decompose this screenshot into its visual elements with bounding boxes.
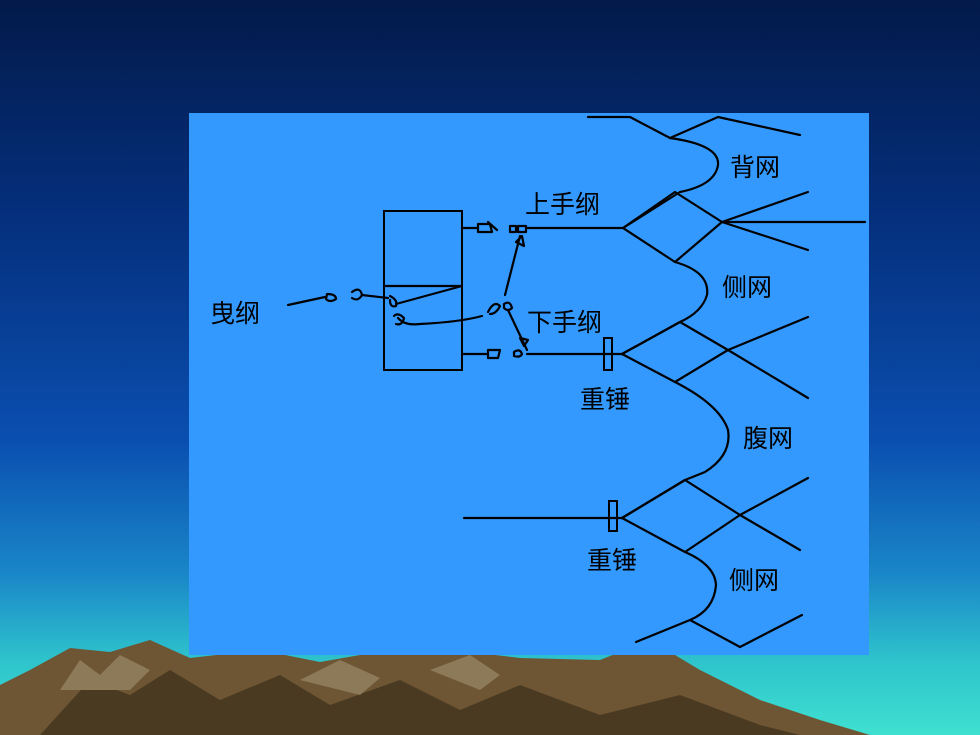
weight-block-2 bbox=[608, 500, 618, 532]
lower-wing-lines bbox=[620, 476, 810, 554]
back-net-lines bbox=[586, 115, 802, 230]
diagram-panel bbox=[189, 113, 869, 655]
label-upper-hand-line: 上手纲 bbox=[525, 190, 600, 219]
label-weight-1: 重锤 bbox=[580, 385, 630, 414]
upper-connectors bbox=[460, 220, 528, 297]
label-drag-line: 曳纲 bbox=[210, 299, 260, 328]
label-weight-2: 重锤 bbox=[587, 546, 637, 575]
drag-line-assembly bbox=[286, 288, 502, 326]
side-net-curve-1 bbox=[620, 260, 709, 356]
winch-box bbox=[382, 210, 464, 371]
belly-net-curve bbox=[620, 380, 730, 520]
mountain-range bbox=[0, 640, 870, 735]
lower-connectors bbox=[460, 301, 530, 360]
label-belly-net: 腹网 bbox=[743, 424, 793, 453]
label-side-net-2: 侧网 bbox=[729, 566, 779, 595]
label-back-net: 背网 bbox=[730, 153, 780, 182]
label-lower-hand-line: 下手纲 bbox=[527, 308, 602, 337]
upper-wing-lines bbox=[621, 190, 867, 264]
weight-block-1 bbox=[603, 337, 613, 371]
label-side-net-1: 侧网 bbox=[722, 273, 772, 302]
middle-wing-lines bbox=[620, 315, 810, 400]
side-net-curve-2 bbox=[634, 550, 718, 644]
